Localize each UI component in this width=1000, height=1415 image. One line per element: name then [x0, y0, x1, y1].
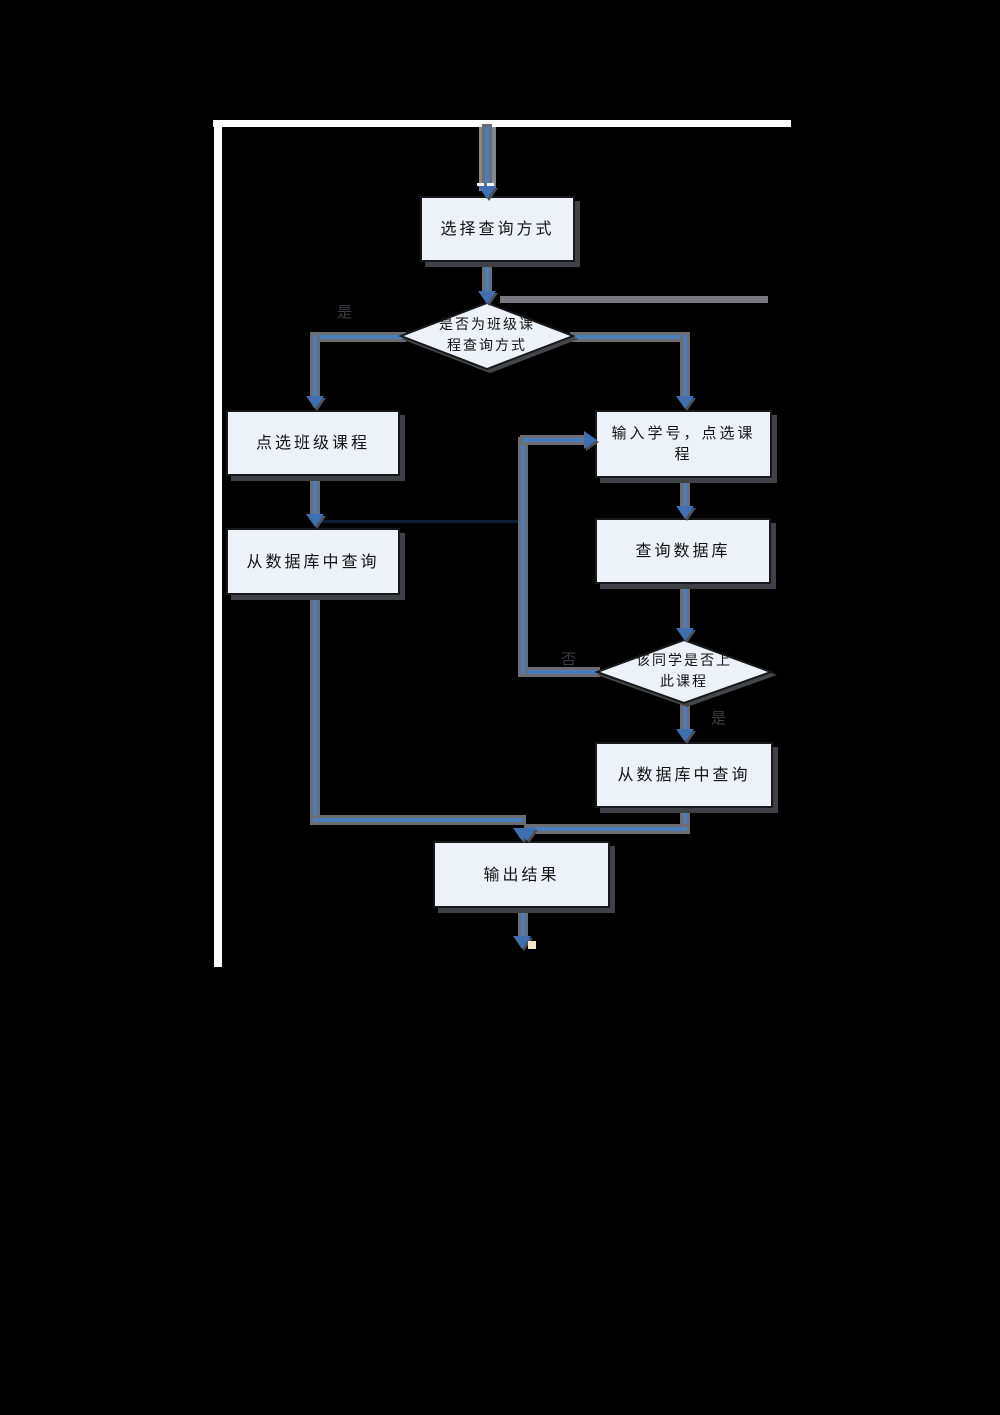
decision-student-course-label: 该同学是否上 此课程: [636, 653, 732, 690]
decision-query-mode-label: 是否为班级课 程查询方式: [439, 317, 535, 354]
node-query-db-right-label: 从数据库中查询: [617, 765, 751, 785]
connector-start-decision1: [485, 262, 489, 294]
faint-connector-line: [315, 520, 523, 523]
arrowhead-down-icon: [676, 396, 694, 409]
node-query-db-left-label: 从数据库中查询: [246, 551, 380, 571]
connector-loop-top: [523, 438, 585, 442]
arrowhead-down-icon: [306, 396, 324, 409]
node-start-label: 选择查询方式: [440, 219, 555, 239]
node-query-database: 查询数据库: [595, 518, 771, 584]
connector-shadow-bar: [500, 296, 768, 303]
page-edge-top: [213, 120, 791, 127]
white-dash-artifact: [477, 183, 484, 186]
connector-loop-bottom: [523, 670, 597, 674]
node-enter-student-id: 输入学号，点选课 程: [595, 410, 772, 478]
edge-label-decision2-yes: 是: [711, 709, 727, 727]
node-select-class-course: 点选班级课程: [226, 410, 400, 476]
node-output-result: 输出结果: [433, 841, 610, 908]
connector-right-boxes-2: [683, 584, 687, 630]
node-enter-student-id-label: 输入学号，点选课 程: [611, 424, 756, 463]
connector-entry: [485, 127, 489, 187]
arrowhead-down-icon: [478, 291, 496, 304]
arrowhead-down-icon: [478, 186, 496, 199]
node-query-db-left: 从数据库中查询: [226, 528, 400, 595]
arrowhead-down-icon: [676, 628, 694, 641]
connector-right-to-output-v: [683, 808, 687, 831]
connector-decision2-yes: [683, 705, 687, 731]
edge-label-decision2-no: 否: [561, 650, 577, 668]
connector-decision1-no-v: [683, 335, 687, 397]
page-edge-left: [214, 120, 222, 967]
decision-query-mode-shape: [398, 301, 576, 371]
arrowhead-down-icon: [518, 828, 536, 841]
yellow-dot-artifact: [528, 941, 536, 949]
connector-right-boxes-1: [683, 478, 687, 508]
decision-student-course-shape: [594, 638, 774, 705]
connector-left-to-output-h: [313, 818, 523, 822]
node-output-result-label: 输出结果: [483, 864, 560, 884]
connector-right-to-output-h: [527, 827, 687, 831]
node-start: 选择查询方式: [420, 196, 575, 262]
connector-left-boxes: [313, 476, 317, 516]
node-select-class-course-label: 点选班级课程: [255, 433, 370, 453]
connector-exit: [521, 908, 525, 938]
connector-left-to-output-v: [313, 595, 317, 822]
arrowhead-down-icon: [676, 729, 694, 742]
arrowhead-right-icon: [584, 431, 597, 449]
connector-decision1-yes-v: [313, 335, 317, 397]
connector-decision1-yes-h: [315, 335, 403, 339]
arrowhead-down-icon: [676, 506, 694, 519]
arrowhead-down-icon: [513, 936, 531, 949]
node-query-db-right: 从数据库中查询: [595, 742, 773, 808]
edge-label-decision1-yes: 是: [337, 303, 353, 321]
white-dash-artifact: [487, 183, 494, 186]
arrowhead-down-icon: [306, 514, 324, 527]
node-query-database-label: 查询数据库: [635, 541, 731, 561]
connector-loop-v: [521, 440, 525, 674]
connector-decision1-no-h: [573, 335, 687, 339]
